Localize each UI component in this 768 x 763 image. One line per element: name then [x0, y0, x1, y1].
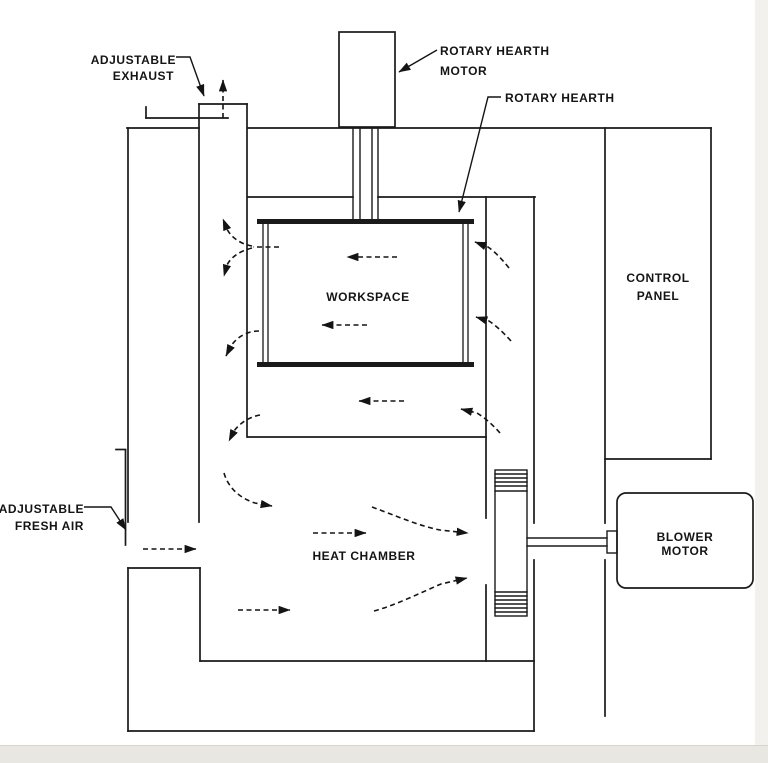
airflow-arrows	[143, 79, 512, 615]
blower-motor-box	[616, 492, 754, 589]
blower-wheel	[494, 469, 618, 617]
arrow-left-channel-up	[222, 218, 253, 247]
arrow-left-channel-down-2	[225, 330, 260, 357]
svg-text:CONTROL: CONTROL	[626, 271, 689, 285]
leader-rotary-hearth-motor	[398, 49, 438, 73]
fresh-air-damper	[115, 448, 127, 546]
inner-chamber	[247, 196, 536, 662]
svg-text:ROTARY HEARTH: ROTARY HEARTH	[440, 44, 550, 58]
leader-adjustable-exhaust	[176, 56, 205, 97]
arrow-plenum-into-workspace-2	[475, 316, 512, 342]
workspace-label: WORKSPACE	[326, 290, 409, 304]
adjustable-fresh-air-label: ADJUSTABLE FRESH AIR	[0, 502, 84, 533]
scan-edge-right	[755, 0, 768, 746]
scan-edge-bottom	[0, 746, 768, 763]
arrow-recirc-down	[228, 414, 261, 442]
svg-text:PANEL: PANEL	[637, 289, 680, 303]
svg-text:BLOWER: BLOWER	[657, 530, 714, 544]
arrow-plenum-cross-low	[460, 407, 501, 434]
rotary-hearth-motor-box	[338, 31, 396, 128]
control-panel-label: CONTROL PANEL	[626, 271, 689, 303]
blower-wheel-hatch-bottom	[494, 591, 528, 613]
svg-text:EXHAUST: EXHAUST	[113, 69, 174, 83]
label-leaders	[84, 49, 501, 531]
drive-shaft	[352, 127, 379, 220]
hearth-top-plate	[257, 219, 474, 224]
outer-shell	[126, 127, 712, 732]
arrow-recirc-into-chamber	[223, 472, 273, 509]
leader-adjustable-fresh-air	[84, 506, 127, 531]
svg-text:FRESH AIR: FRESH AIR	[15, 519, 84, 533]
exhaust-stack	[145, 103, 248, 523]
blower-wheel-hatch-top	[494, 473, 528, 492]
arrow-left-channel-down-1	[222, 247, 253, 277]
heat-chamber-label: HEAT CHAMBER	[312, 549, 415, 563]
rotary-hearth-motor-label: ROTARY HEARTH MOTOR	[440, 44, 550, 78]
rotary-hearth-label: ROTARY HEARTH	[505, 91, 615, 105]
svg-text:ROTARY HEARTH: ROTARY HEARTH	[505, 91, 615, 105]
svg-text:ADJUSTABLE: ADJUSTABLE	[91, 53, 176, 67]
svg-text:WORKSPACE: WORKSPACE	[326, 290, 409, 304]
blower-motor-label: BLOWER MOTOR	[657, 530, 714, 558]
arrow-plenum-into-workspace-1	[474, 241, 510, 269]
leader-rotary-hearth	[457, 96, 501, 213]
shaft-coupling	[606, 530, 618, 554]
arrow-to-blower-lower	[373, 576, 468, 612]
svg-text:MOTOR: MOTOR	[661, 544, 708, 558]
svg-text:HEAT CHAMBER: HEAT CHAMBER	[312, 549, 415, 563]
arrow-to-blower-upper	[371, 506, 469, 536]
labels: ADJUSTABLE EXHAUST ROTARY HEARTH MOTOR R…	[0, 44, 713, 563]
svg-text:MOTOR: MOTOR	[440, 64, 487, 78]
svg-text:ADJUSTABLE: ADJUSTABLE	[0, 502, 84, 516]
adjustable-exhaust-label: ADJUSTABLE EXHAUST	[91, 53, 176, 83]
hearth-bottom-plate	[257, 362, 474, 367]
